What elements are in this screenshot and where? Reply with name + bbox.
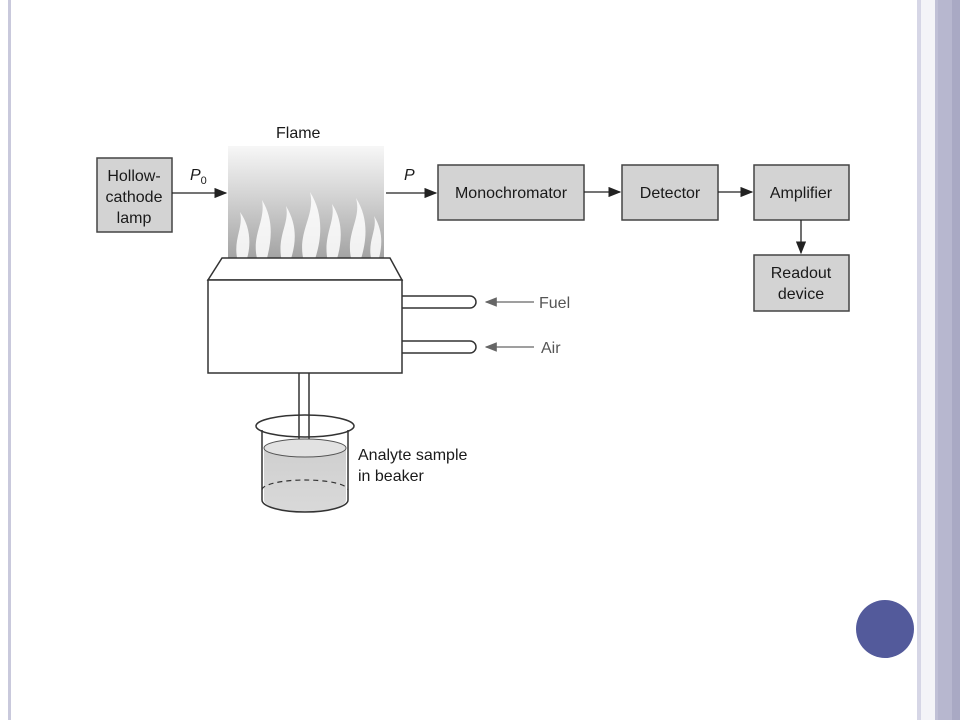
right-decorative-band [917, 0, 960, 720]
p-label: P [404, 167, 415, 184]
sample-label-line2: in beaker [358, 468, 424, 485]
flame [228, 146, 384, 271]
slide-accent-dot [856, 600, 914, 658]
beaker [255, 414, 355, 513]
lamp-label-line3: lamp [117, 210, 152, 227]
hollow-cathode-lamp-box: Hollow- cathode lamp [96, 157, 173, 233]
detector-label: Detector [640, 185, 701, 202]
left-border-rule [8, 0, 11, 720]
readout-device-box: Readout device [753, 254, 850, 312]
amplifier-label: Amplifier [770, 185, 833, 202]
lamp-label-line2: cathode [106, 189, 163, 206]
monochromator-label: Monochromator [455, 185, 568, 202]
fuel-label: Fuel [539, 295, 570, 312]
flame-label: Flame [276, 125, 321, 142]
detector-box: Detector [621, 164, 719, 221]
readout-label-line2: device [778, 286, 824, 303]
air-label: Air [541, 340, 561, 357]
p0-label: P0 [190, 167, 207, 187]
burner-body [206, 257, 404, 374]
lamp-label-line1: Hollow- [107, 168, 160, 185]
p0-subscript: 0 [201, 175, 207, 187]
sample-label-line1: Analyte sample [358, 447, 467, 464]
amplifier-box: Amplifier [753, 164, 850, 221]
fuel-tube [402, 295, 477, 309]
air-tube [402, 340, 477, 354]
monochromator-box: Monochromator [437, 164, 585, 221]
readout-label-line1: Readout [771, 265, 832, 282]
